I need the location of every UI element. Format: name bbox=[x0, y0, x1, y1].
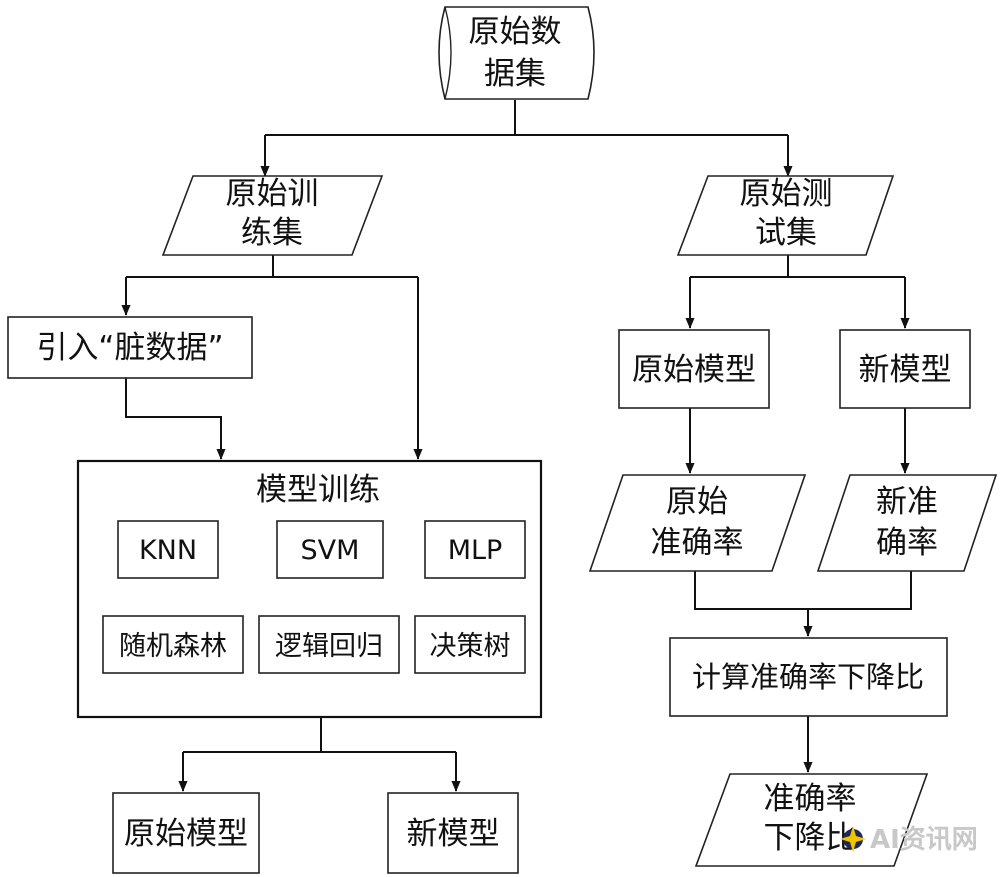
algorithm-svm: SVM bbox=[276, 520, 384, 579]
right-original-model-label: 原始模型 bbox=[632, 352, 756, 388]
edge-dataset-split bbox=[265, 100, 788, 136]
new-accuracy-line-1: 新准 bbox=[876, 484, 938, 520]
original-accuracy-line-2: 准确率 bbox=[651, 525, 744, 561]
algorithm-decision-tree: 决策树 bbox=[414, 615, 526, 674]
algorithm-knn: KNN bbox=[117, 520, 219, 579]
algorithm-knn-label: KNN bbox=[139, 535, 197, 566]
accuracy-drop-line-2: 下降比 bbox=[764, 820, 857, 856]
left-original-model-label: 原始模型 bbox=[124, 816, 248, 852]
algorithm-logistic-regression: 逻辑回归 bbox=[258, 615, 400, 674]
left-new-model-label: 新模型 bbox=[407, 816, 500, 852]
model-training-title: 模型训练 bbox=[256, 472, 380, 508]
train-set-line-2: 练集 bbox=[241, 215, 303, 251]
algorithm-random-forest: 随机森林 bbox=[102, 615, 244, 674]
test-set-node: 原始测 试集 bbox=[676, 175, 895, 256]
train-set-line-1: 原始训 bbox=[226, 176, 319, 212]
original-accuracy-node: 原始 准确率 bbox=[588, 474, 807, 572]
algorithm-mlp: MLP bbox=[424, 520, 526, 579]
dataset-line-1: 原始数 bbox=[469, 14, 562, 50]
watermark: AI资讯网 bbox=[840, 825, 978, 855]
edge-accuracy-merge bbox=[694, 571, 912, 610]
new-accuracy-line-2: 确率 bbox=[876, 525, 938, 561]
left-original-model-node: 原始模型 bbox=[112, 792, 260, 874]
algorithm-logistic-regression-label: 逻辑回归 bbox=[275, 631, 383, 662]
compute-label: 计算准确率下降比 bbox=[692, 660, 924, 694]
right-original-model-node: 原始模型 bbox=[618, 329, 770, 409]
edge-test-split bbox=[690, 255, 905, 278]
train-set-node: 原始训 练集 bbox=[161, 175, 384, 256]
compute-node: 计算准确率下降比 bbox=[669, 637, 948, 717]
right-new-model-node: 新模型 bbox=[839, 329, 971, 409]
test-set-line-1: 原始测 bbox=[740, 176, 833, 212]
new-accuracy-node: 新准 确率 bbox=[816, 474, 998, 572]
original-accuracy-line-1: 原始 bbox=[666, 484, 728, 520]
dirty-data-label: 引入“脏数据” bbox=[36, 330, 223, 366]
arrow-dirty-to-training bbox=[125, 378, 226, 460]
edge-train-split bbox=[126, 255, 418, 278]
algorithm-svm-label: SVM bbox=[301, 535, 360, 566]
sparkle-icon bbox=[840, 826, 866, 852]
right-new-model-label: 新模型 bbox=[859, 352, 952, 388]
model-training-node: 模型训练 KNN SVM MLP 随机森林 逻辑回归 决策树 bbox=[76, 459, 543, 719]
algorithm-random-forest-label: 随机森林 bbox=[119, 631, 227, 662]
algorithm-mlp-label: MLP bbox=[448, 535, 503, 566]
accuracy-drop-node: 准确率 下降比 bbox=[694, 773, 929, 867]
test-set-line-2: 试集 bbox=[755, 215, 817, 251]
dirty-data-node: 引入“脏数据” bbox=[7, 316, 253, 379]
dataset-node: 原始数 据集 bbox=[438, 6, 595, 100]
left-new-model-node: 新模型 bbox=[387, 792, 519, 874]
edge-training-split bbox=[183, 717, 456, 753]
accuracy-drop-line-1: 准确率 bbox=[764, 781, 857, 817]
watermark-text: AI资讯网 bbox=[870, 825, 978, 855]
algorithm-decision-tree-label: 决策树 bbox=[430, 631, 511, 662]
connectors bbox=[121, 100, 912, 792]
dataset-line-2: 据集 bbox=[484, 56, 546, 92]
